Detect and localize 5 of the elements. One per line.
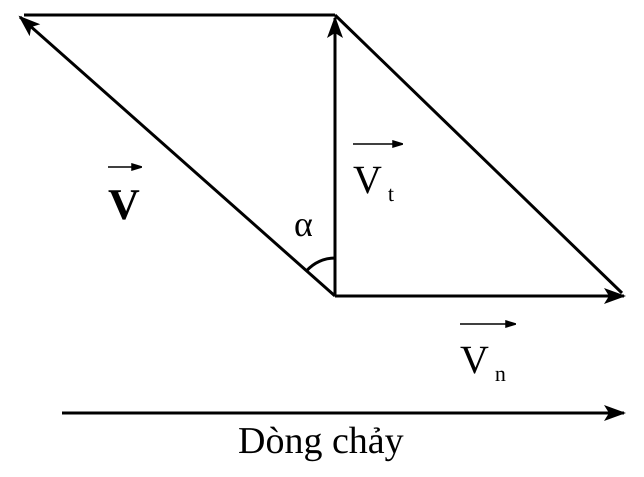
flow-label: Dòng chảy (238, 422, 404, 460)
vector-label: V$_{t}$ (353, 160, 394, 205)
angle-label: α (294, 206, 313, 242)
vector-label: V (108, 183, 140, 227)
vector-label: V$_{n}$ (460, 340, 506, 385)
